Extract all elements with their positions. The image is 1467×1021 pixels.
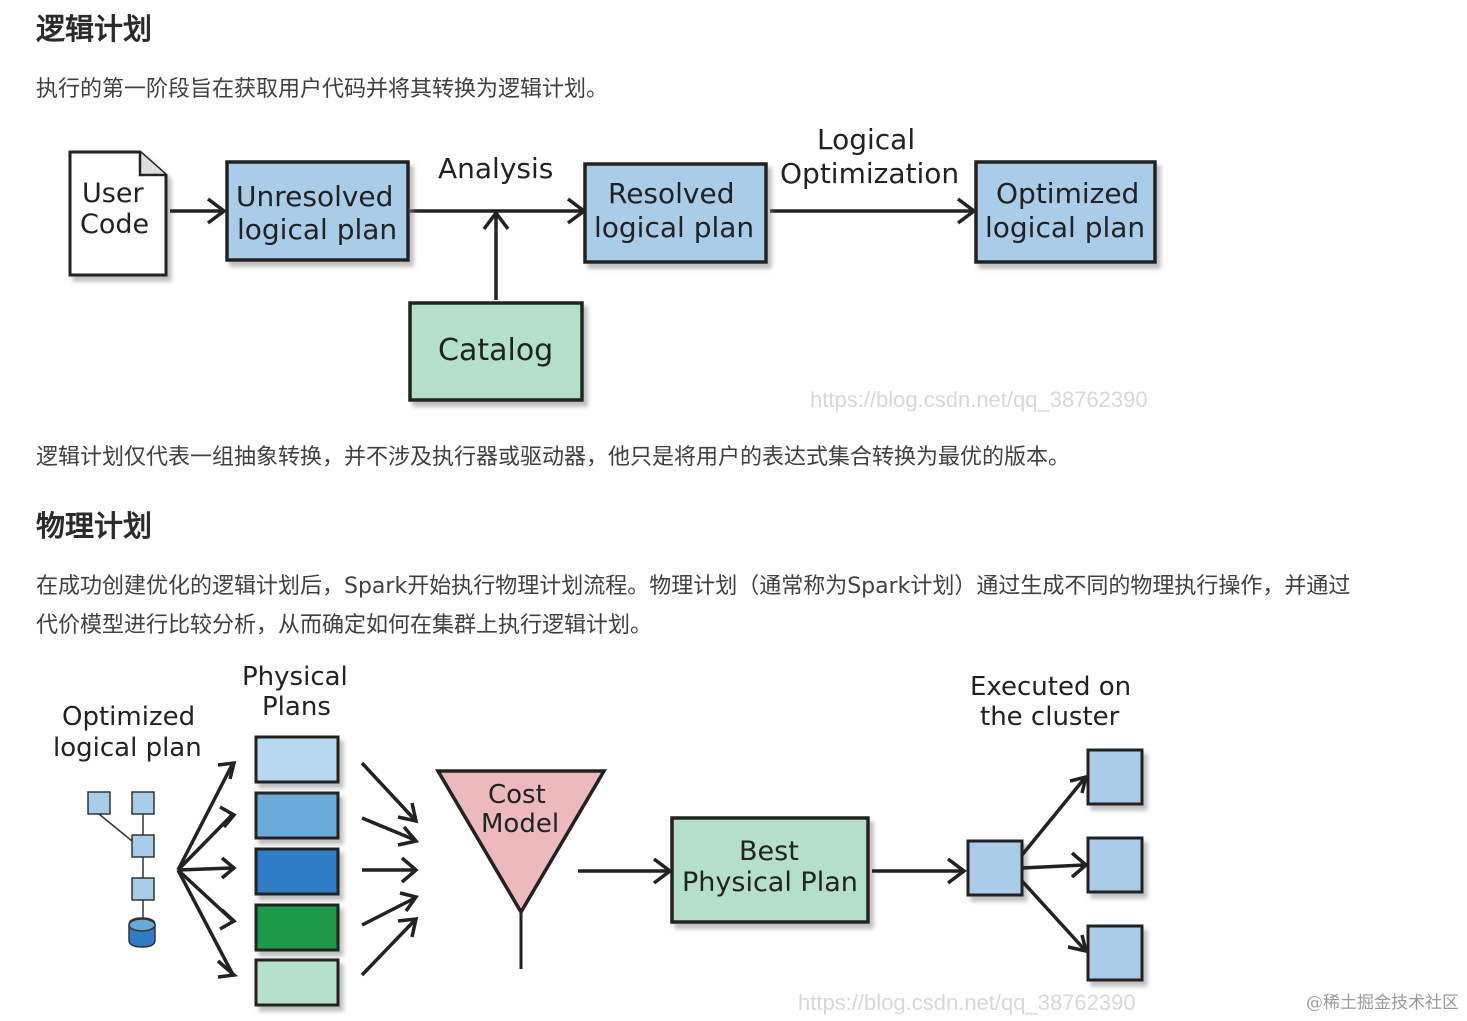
paragraph-physical-intro-1: 在成功创建优化的逻辑计划后，Spark开始执行物理计划流程。物理计划（通常称为S… [36, 574, 1351, 599]
physical-plans-label-1: Physical [242, 662, 348, 692]
optimized-label-2: logical plan [985, 211, 1145, 244]
plan-fanout-arrows [176, 760, 239, 979]
cost-model-input-arrows [360, 761, 420, 977]
heading-logical-plan: 逻辑计划 [36, 12, 153, 46]
logical-plan-diagram: User Code Unresolved logical plan Analys… [68, 123, 1157, 412]
analysis-label: Analysis [438, 152, 553, 185]
logical-arrows [170, 197, 977, 300]
cost-model-label-1: Cost [488, 780, 546, 810]
optimized-label-1: Optimized [996, 177, 1139, 210]
footer-watermark: @稀土掘金技术社区 [1306, 993, 1459, 1013]
physical-plan-diagram: Optimized logical plan Physical Plans [53, 662, 1144, 1015]
best-plan-label-2: Physical Plan [682, 867, 858, 898]
user-code-label-2: Code [80, 209, 149, 240]
optimized-plan-label-1: Optimized [62, 702, 195, 732]
cost-model-funnel: Cost Model [434, 769, 608, 969]
diagram2-watermark: https://blog.csdn.net/qq_38762390 [798, 990, 1136, 1015]
unresolved-label-2: logical plan [237, 213, 397, 246]
logical-optimization-label-2: Optimization [780, 157, 959, 190]
cost-model-label-2: Model [481, 809, 559, 839]
unresolved-logical-plan-box: Unresolved logical plan [225, 160, 410, 262]
resolved-label-2: logical plan [594, 211, 754, 244]
paragraph-physical-intro-2: 代价模型进行比较分析，从而确定如何在集群上执行逻辑计划。 [36, 613, 653, 638]
executed-label-2: the cluster [980, 702, 1120, 732]
physical-plan-stack [254, 735, 340, 1007]
best-physical-plan-box: Best Physical Plan [670, 816, 870, 924]
resolved-logical-plan-box: Resolved logical plan [583, 162, 768, 264]
execute-arrow [872, 857, 967, 885]
cluster-nodes [966, 748, 1144, 982]
catalog-label: Catalog [438, 333, 553, 368]
unresolved-label-1: Unresolved [236, 180, 393, 213]
diagram1-watermark: https://blog.csdn.net/qq_38762390 [810, 387, 1148, 412]
executed-label-1: Executed on [970, 672, 1131, 702]
logical-optimization-label-1: Logical [817, 123, 915, 156]
best-plan-arrow [578, 857, 673, 885]
optimized-logical-plan-box: Optimized logical plan [974, 160, 1157, 264]
paragraph-logical-after: 逻辑计划仅代表一组抽象转换，并不涉及执行器或驱动器，他只是将用户的表达式集合转换… [36, 445, 1071, 470]
user-code-label-1: User [82, 178, 144, 209]
paragraph-logical-intro: 执行的第一阶段旨在获取用户代码并将其转换为逻辑计划。 [36, 77, 609, 102]
resolved-label-1: Resolved [608, 177, 735, 210]
optimized-plan-label-2: logical plan [53, 733, 202, 763]
physical-plans-label-2: Plans [262, 692, 331, 722]
logical-plan-tree-icon [87, 791, 156, 948]
catalog-box: Catalog [408, 301, 584, 402]
best-plan-label-1: Best [739, 836, 799, 867]
user-code-document: User Code [68, 150, 168, 277]
heading-physical-plan: 物理计划 [36, 509, 153, 543]
